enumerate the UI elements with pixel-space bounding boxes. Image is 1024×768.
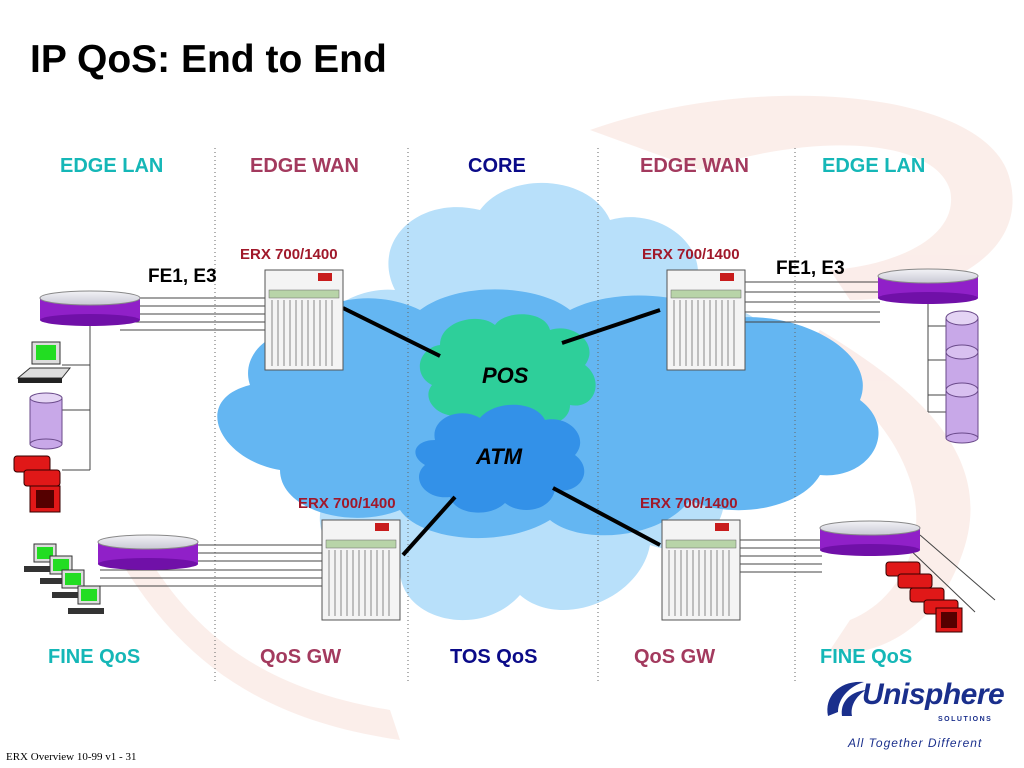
- router-bottom-right: [661, 519, 741, 621]
- hub-bottom-right: [819, 520, 921, 556]
- unisphere-swoosh-icon: [827, 681, 866, 716]
- link-label-left: FE1, E3: [148, 266, 217, 287]
- logo-name: Unisphere: [862, 678, 1005, 711]
- logo-tagline: All Together Different: [848, 736, 983, 750]
- zone-separators: [214, 148, 796, 682]
- database-stack-right-icon: [945, 310, 979, 444]
- qos-fine-left: FINE QoS: [48, 646, 141, 668]
- logo-subtitle: SOLUTIONS: [938, 716, 993, 723]
- zone-edge-wan-left: EDGE WAN: [250, 155, 359, 177]
- phone-group-right-icon: [885, 561, 963, 633]
- hub-bottom-left: [97, 534, 199, 570]
- router-bottom-left: [321, 519, 401, 621]
- qos-tos: TOS QoS: [450, 646, 538, 668]
- link-label-right: FE1, E3: [776, 258, 845, 279]
- footer-text: ERX Overview 10-99 v1 - 31: [6, 751, 137, 763]
- core-links: [342, 306, 661, 557]
- zone-core: CORE: [468, 155, 526, 177]
- atm-cloud-label: ATM: [476, 444, 523, 469]
- qos-gw-left: QoS GW: [260, 646, 342, 668]
- hub-top-left: [39, 290, 141, 326]
- workstation-group-bottom-left-icon: [24, 543, 104, 614]
- zone-edge-wan-right: EDGE WAN: [640, 155, 749, 177]
- router-label-top-left: ERX 700/1400: [240, 246, 338, 263]
- workstation-top-left-icon: [16, 341, 72, 383]
- zone-edge-lan-right: EDGE LAN: [822, 155, 926, 177]
- router-label-bottom-right: ERX 700/1400: [640, 495, 738, 512]
- router-top-right: [666, 269, 746, 371]
- unisphere-logo: Unisphere SOLUTIONS All Together Differe…: [818, 672, 1014, 754]
- hub-top-right: [877, 268, 979, 304]
- router-label-top-right: ERX 700/1400: [642, 246, 740, 263]
- atm-cloud: [415, 404, 585, 513]
- page-title: IP QoS: End to End: [30, 38, 387, 81]
- pos-cloud: [419, 314, 596, 429]
- pos-cloud-label: POS: [482, 363, 529, 388]
- database-left-icon: [29, 392, 63, 450]
- router-top-left: [264, 269, 344, 371]
- access-lines: [62, 281, 996, 613]
- phone-group-left-icon: [13, 455, 61, 513]
- zone-edge-lan-left: EDGE LAN: [60, 155, 164, 177]
- qos-fine-right: FINE QoS: [820, 646, 913, 668]
- qos-gw-right: QoS GW: [634, 646, 716, 668]
- router-label-bottom-left: ERX 700/1400: [298, 495, 396, 512]
